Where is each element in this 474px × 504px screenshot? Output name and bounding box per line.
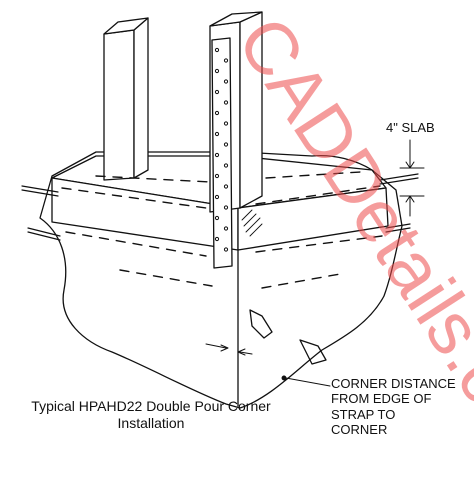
left-post-top (103, 17, 149, 35)
corner-distance-marker (205, 343, 253, 356)
nail-hole (214, 173, 220, 179)
nail-hole (223, 247, 229, 252)
nail-hole (214, 68, 220, 74)
nail-hole (223, 163, 229, 168)
broken-fragment (249, 309, 273, 339)
left-post-front (103, 29, 135, 181)
right-post-side (239, 11, 263, 209)
corner-note-line-2: FROM EDGE OF (331, 391, 432, 407)
nail-hole (214, 236, 220, 242)
nail-hole (223, 184, 229, 189)
holdown-strap (211, 37, 233, 269)
slab-dimension (399, 139, 425, 217)
slab-right-face (237, 187, 389, 251)
strap-nail-holes (214, 47, 229, 252)
detail-drawing: CADDetails.com 4" SLAB CORNER DISTANCE F… (6, 2, 474, 503)
nail-hole (214, 194, 220, 200)
caption-line-1: Typical HPAHD22 Double Pour Corner (31, 398, 271, 414)
nail-hole (223, 205, 229, 210)
corner-note-line-1: CORNER DISTANCE (331, 376, 456, 391)
corner-detail-drawing (21, 11, 425, 409)
nail-hole (223, 142, 229, 147)
nail-hole (223, 100, 229, 105)
broken-fragment-2 (299, 339, 327, 365)
nail-hole (214, 89, 220, 95)
nail-hole (214, 47, 220, 53)
slab-thickness-label: 4" SLAB (386, 120, 435, 135)
right-post-top (209, 11, 263, 27)
corner-note-line-4: CORNER (331, 421, 388, 437)
caption-line-2: Installation (117, 414, 185, 431)
nail-hole (223, 58, 229, 63)
leader-point (281, 375, 287, 381)
nail-hole (214, 215, 220, 221)
strap-embed-hatch (241, 209, 263, 237)
left-post-side (133, 17, 149, 179)
nail-hole (214, 131, 220, 137)
nail-hole (223, 121, 229, 126)
nail-hole (223, 226, 229, 231)
rebar-dashes (61, 171, 383, 289)
corner-distance-note: CORNER DISTANCE FROM EDGE OF STRAP TO CO… (331, 376, 456, 437)
nail-hole (214, 152, 220, 158)
corner-note-line-3: STRAP TO (331, 406, 396, 422)
figure-caption: Typical HPAHD22 Double Pour Corner Insta… (6, 398, 296, 431)
nail-hole (214, 110, 220, 116)
corner-note-leader (285, 377, 331, 387)
rebar-ends (21, 173, 419, 241)
nail-hole (223, 79, 229, 84)
